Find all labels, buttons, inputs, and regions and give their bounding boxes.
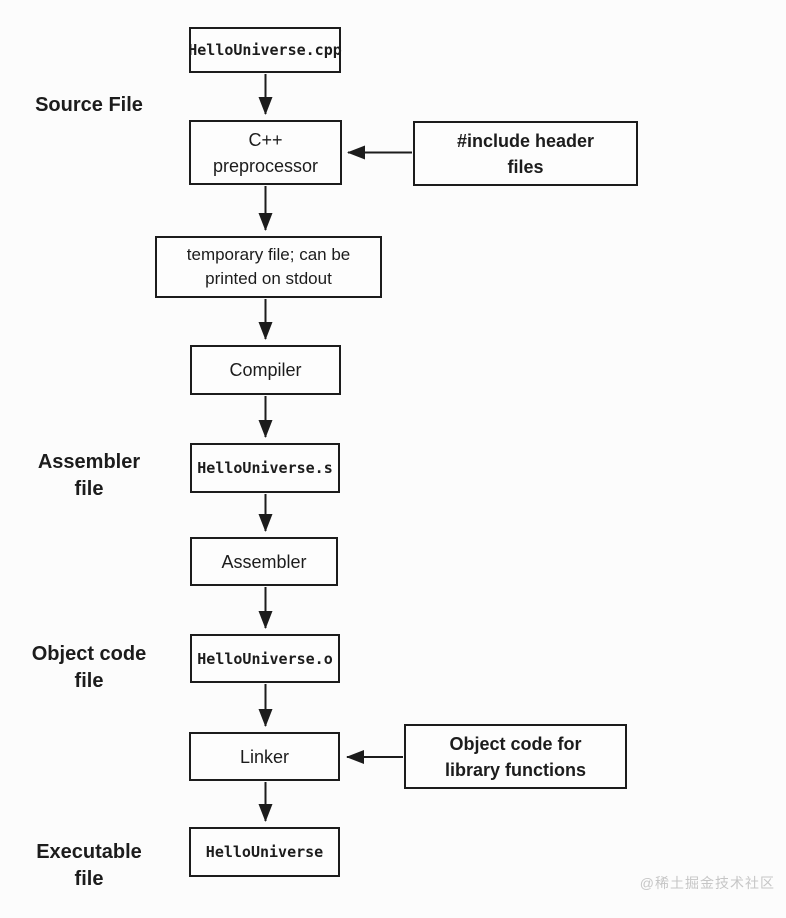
node-hellouniverse-executable: HelloUniverse [189,827,340,877]
label-object-code-file: Object code file [31,643,147,692]
node-compiler: Compiler [190,345,341,395]
label-source-file: Source File [35,94,143,116]
node-cpp-preprocessor: C++ preprocessor [189,120,342,185]
node-hellouniverse-s: HelloUniverse.s [190,443,340,493]
label-executable-file: Executable file [36,841,142,890]
label-assembler-file: Assembler file [37,451,141,500]
node-object-code-library: Object code for library functions [404,724,627,789]
node-hellouniverse-cpp: HelloUniverse.cpp [188,27,342,73]
node-temporary-file: temporary file; can be printed on stdout [155,236,382,298]
watermark: @稀土掘金技术社区 [639,875,775,891]
node-include-header-files: #include header files [413,121,638,186]
node-linker: Linker [189,732,340,781]
node-assembler: Assembler [190,537,338,586]
node-hellouniverse-o: HelloUniverse.o [190,634,340,683]
